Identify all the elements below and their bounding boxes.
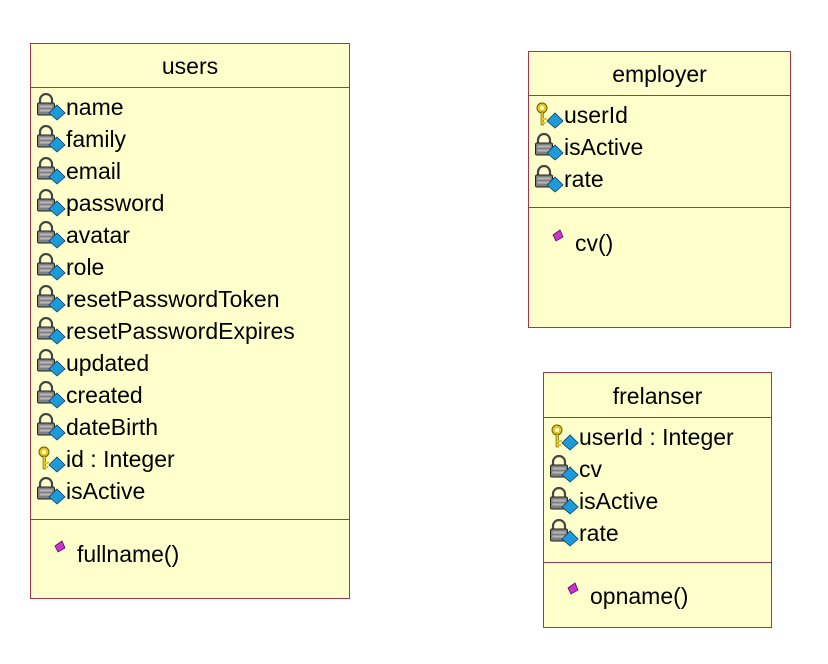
attribute-row-label: isActive — [66, 477, 146, 504]
primary-key-attribute-icon — [534, 101, 564, 129]
operation-row-label: fullname() — [77, 540, 180, 567]
class-employer[interactable]: employer userId isActive rate cv() — [528, 51, 791, 328]
attribute-row[interactable]: family — [31, 123, 349, 155]
attribute-row-label: rate — [564, 165, 604, 192]
attribute-row[interactable]: rate — [544, 517, 771, 549]
private-attribute-icon — [36, 157, 66, 185]
attribute-row-label: cv — [579, 455, 602, 482]
attribute-row[interactable]: password — [31, 187, 349, 219]
private-attribute-icon — [534, 133, 564, 161]
public-operation-icon — [560, 582, 590, 610]
attributes-compartment: name family email password avatar role resetPa… — [31, 88, 349, 520]
attribute-row[interactable]: isActive — [544, 485, 771, 517]
attribute-row-label: dateBirth — [66, 413, 159, 440]
private-attribute-icon — [36, 477, 66, 505]
private-attribute-icon — [36, 317, 66, 345]
attribute-row-label: updated — [66, 349, 150, 376]
attributes-compartment: userId : Integer cv isActive rate — [544, 418, 771, 563]
attribute-row-label: family — [66, 125, 127, 152]
private-attribute-icon — [549, 487, 579, 515]
attribute-row-label: isActive — [564, 133, 644, 160]
operations-compartment: fullname() — [31, 520, 349, 570]
attribute-row[interactable]: role — [31, 251, 349, 283]
attribute-row[interactable]: email — [31, 155, 349, 187]
private-attribute-icon — [36, 189, 66, 217]
attribute-row[interactable]: name — [31, 91, 349, 123]
class-name: users — [31, 44, 349, 88]
attribute-row-label: isActive — [579, 487, 659, 514]
attribute-row[interactable]: resetPasswordExpires — [31, 315, 349, 347]
public-operation-icon — [545, 229, 575, 257]
class-name: frelanser — [544, 373, 771, 418]
operations-compartment: opname() — [544, 563, 771, 612]
operation-row[interactable]: opname() — [544, 580, 771, 612]
attribute-row-label: name — [66, 93, 124, 120]
private-attribute-icon — [36, 285, 66, 313]
attribute-row[interactable]: id : Integer — [31, 443, 349, 475]
attribute-row[interactable]: cv — [544, 453, 771, 485]
attribute-row-label: created — [66, 381, 143, 408]
attribute-row[interactable]: userId — [529, 99, 790, 131]
class-users[interactable]: users name family email password avatar role r… — [30, 43, 350, 599]
primary-key-attribute-icon — [549, 423, 579, 451]
primary-key-attribute-icon — [36, 445, 66, 473]
operation-row-label: cv() — [575, 229, 614, 256]
attribute-row-label: resetPasswordExpires — [66, 317, 295, 344]
attribute-row-label: userId — [564, 101, 628, 128]
attributes-compartment: userId isActive rate — [529, 96, 790, 208]
attribute-row[interactable]: created — [31, 379, 349, 411]
attribute-row-label: rate — [579, 519, 619, 546]
private-attribute-icon — [36, 221, 66, 249]
operations-compartment: cv() — [529, 208, 790, 259]
operation-row-label: opname() — [590, 582, 689, 609]
attribute-row[interactable]: isActive — [31, 475, 349, 507]
attribute-row[interactable]: avatar — [31, 219, 349, 251]
attribute-row[interactable]: rate — [529, 163, 790, 195]
private-attribute-icon — [36, 93, 66, 121]
attribute-row-label: role — [66, 253, 105, 280]
attribute-row-label: userId : Integer — [579, 423, 734, 450]
attribute-row[interactable]: isActive — [529, 131, 790, 163]
class-frelanser[interactable]: frelanser userId : Integer cv isActive rate… — [543, 372, 772, 628]
attribute-row-label: id : Integer — [66, 445, 175, 472]
class-name: employer — [529, 52, 790, 96]
private-attribute-icon — [549, 519, 579, 547]
private-attribute-icon — [36, 125, 66, 153]
public-operation-icon — [47, 540, 77, 568]
operation-row[interactable]: cv() — [529, 227, 790, 259]
private-attribute-icon — [36, 349, 66, 377]
operation-row[interactable]: fullname() — [31, 538, 349, 570]
private-attribute-icon — [534, 165, 564, 193]
private-attribute-icon — [36, 413, 66, 441]
attribute-row[interactable]: userId : Integer — [544, 421, 771, 453]
attribute-row-label: resetPasswordToken — [66, 285, 280, 312]
attribute-row-label: email — [66, 157, 121, 184]
attribute-row[interactable]: resetPasswordToken — [31, 283, 349, 315]
private-attribute-icon — [36, 381, 66, 409]
attribute-row-label: password — [66, 189, 165, 216]
attribute-row[interactable]: updated — [31, 347, 349, 379]
attribute-row-label: avatar — [66, 221, 130, 248]
private-attribute-icon — [36, 253, 66, 281]
private-attribute-icon — [549, 455, 579, 483]
attribute-row[interactable]: dateBirth — [31, 411, 349, 443]
